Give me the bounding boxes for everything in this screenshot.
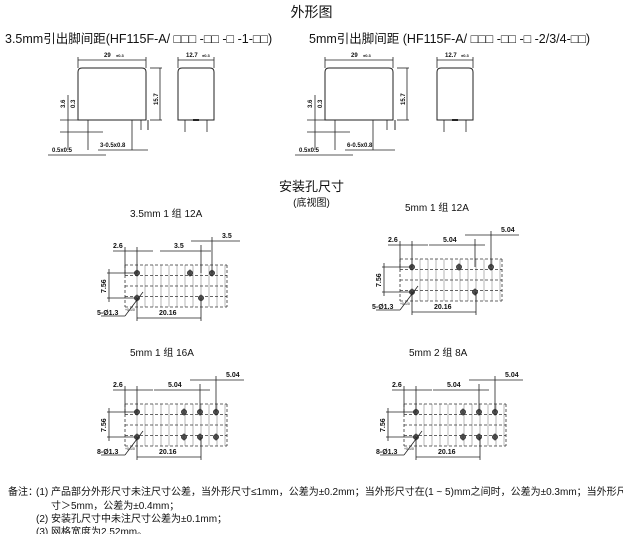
- hole-tol-label: +0.1/0: [125, 308, 135, 312]
- length-tol: ±0.3: [363, 53, 372, 58]
- length-label: 29: [351, 53, 358, 59]
- pin-small-label: 0.5x0.5: [299, 148, 320, 154]
- span-label: 20.16: [159, 310, 177, 317]
- standoff-label: 0.3: [318, 99, 324, 108]
- hole-size-label: 5-Ø1.3: [97, 310, 119, 317]
- hole-diagram-title: 3.5mm 1 组 12A: [130, 207, 203, 220]
- hole-tol-label: +0.1/0: [400, 302, 410, 306]
- outline-title: 外形图: [290, 4, 333, 20]
- outline-view: [324, 67, 474, 121]
- outline-caption-5mm: 5mm引出脚间距 (HF115F-A/ □□□ -□□ -□ -2/3/4-□□…: [309, 32, 591, 46]
- pitch-label: 5.04: [443, 237, 457, 244]
- row-dim-label: 7.56: [101, 418, 108, 432]
- span-label: 20.16: [434, 304, 452, 311]
- hole-size-label: 8-Ø1.3: [97, 449, 119, 456]
- hole-leader: [399, 285, 419, 311]
- edge-dim-label: 2.6: [392, 382, 402, 389]
- note-1-cont: 寸＞5mm，公差为±0.4mm；: [51, 501, 180, 512]
- side-mark: [193, 119, 199, 121]
- length-label: 29: [104, 53, 111, 59]
- pitch-label: 5.04: [168, 382, 182, 389]
- relay-front-body: [77, 67, 147, 121]
- hole-diagram-title: 5mm 1 组 16A: [130, 346, 194, 359]
- width-label: 12.7: [186, 53, 198, 59]
- hole-leader: [124, 291, 144, 317]
- pitch-label-2: 3.5: [222, 233, 232, 240]
- hole-tol-label: +0.1/0: [125, 447, 135, 451]
- mounting-subtitle: (底视图): [293, 198, 330, 209]
- relay-side-body: [436, 67, 474, 121]
- span-label: 20.16: [159, 449, 177, 456]
- pitch-label: 5.04: [447, 382, 461, 389]
- hole-tol-label: +0.1/0: [404, 447, 414, 451]
- hole-leader: [124, 430, 144, 456]
- hole-diagram-title: 5mm 2 组 8A: [409, 346, 468, 359]
- hole-size-label: 5-Ø1.3: [372, 304, 394, 311]
- pin-small-label: 0.5x0.5: [52, 148, 73, 154]
- relay-side-body: [177, 67, 215, 121]
- span-label: 20.16: [438, 449, 456, 456]
- hole-leader: [403, 430, 423, 456]
- edge-dim-label: 2.6: [113, 382, 123, 389]
- pitch-label-2: 5.04: [505, 372, 519, 379]
- note-1: (1) 产品部分外形尺寸未注尺寸公差，当外形尺寸≤1mm，公差为±0.2mm；当…: [36, 487, 623, 498]
- standoff-label: 0.3: [71, 99, 77, 108]
- note-2: (2) 安装孔尺寸中未注尺寸公差为±0.1mm；: [36, 514, 228, 525]
- hole-size-label: 8-Ø1.3: [376, 449, 398, 456]
- relay-front-body: [324, 67, 394, 121]
- pitch-label-2: 5.04: [501, 227, 515, 234]
- outline-view: [77, 67, 215, 121]
- pins-label: 3-0.5x0.8: [100, 143, 126, 149]
- side-mark: [452, 119, 458, 121]
- row-dim-label: 7.56: [380, 418, 387, 432]
- pins-label: 6-0.5x0.8: [347, 143, 373, 149]
- outline-caption-3-5mm: 3.5mm引出脚间距(HF115F-A/ □□□ -□□ -□ -1-□□): [5, 32, 273, 46]
- pitch-label-2: 5.04: [226, 372, 240, 379]
- height-label: 15.7: [154, 93, 160, 105]
- edge-dim-label: 2.6: [113, 243, 123, 250]
- pitch-label: 3.5: [174, 243, 184, 250]
- mounting-title: 安装孔尺寸: [278, 179, 344, 194]
- width-tol: ±0.3: [202, 53, 211, 58]
- pin-length-label: 3.6: [308, 99, 314, 108]
- height-label: 15.7: [401, 93, 407, 105]
- hole-diagram-title: 5mm 1 组 12A: [405, 201, 469, 214]
- row-dim-label: 7.56: [101, 279, 108, 293]
- length-tol: ±0.3: [116, 53, 125, 58]
- width-label: 12.7: [445, 53, 457, 59]
- width-tol: ±0.3: [461, 53, 470, 58]
- edge-dim-label: 2.6: [388, 237, 398, 244]
- notes-label: 备注：: [8, 487, 38, 498]
- row-dim-label: 7.56: [376, 273, 383, 287]
- pin-length-label: 3.6: [61, 99, 67, 108]
- note-3: (3) 网格宽度为2.52mm。: [36, 527, 148, 534]
